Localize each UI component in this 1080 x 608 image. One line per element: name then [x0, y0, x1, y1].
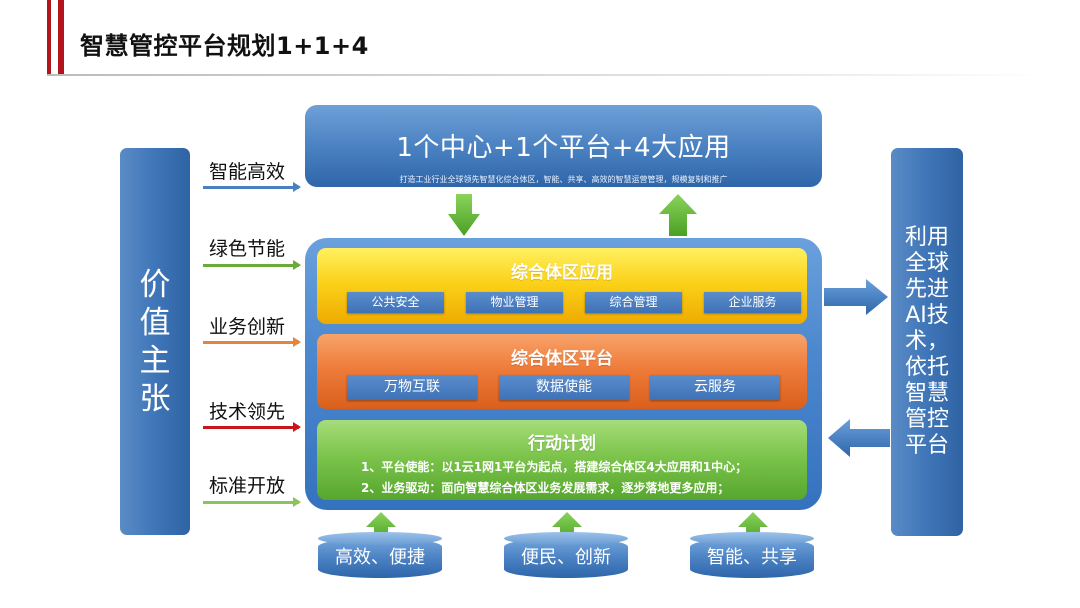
strategy-title: 1个中心+1个平台+4大应用: [396, 133, 731, 163]
up-arrow-icon: [552, 512, 582, 542]
platform-layer-title: 综合体区平台: [511, 349, 613, 369]
label-smart-efficient: 智能高效: [209, 161, 286, 183]
goal-convenience-innovation: 便民、创新: [504, 532, 628, 578]
label-tech-leading: 技术领先: [209, 401, 286, 423]
header-accent-bar: [58, 0, 64, 74]
action-plan-line: 2、业务驱动：面向智慧综合体区业务发展需求，逐步落地更多应用；: [361, 481, 730, 495]
right-arrow-icon: [203, 260, 301, 270]
goal-label: 智能、共享: [707, 547, 797, 568]
goal-label: 便民、创新: [521, 547, 611, 568]
action-plan-line: 1、平台使能：以1云1网1平台为起点，搭建综合体区4大应用和1中心；: [361, 460, 748, 474]
app-property-management: 物业管理: [466, 292, 563, 313]
down-arrow-icon: [448, 194, 480, 236]
up-arrow-icon: [659, 194, 697, 236]
action-plan-title: 行动计划: [528, 434, 596, 454]
right-arrow-icon: [203, 182, 301, 192]
up-arrow-icon: [738, 512, 768, 542]
page-title: 智慧管控平台规划1+1+4: [80, 32, 369, 60]
header-accent-bar: [47, 0, 51, 74]
goal-smart-sharing: 智能、共享: [690, 532, 814, 578]
application-layer: 综合体区应用 公共安全 物业管理 综合管理 企业服务: [317, 248, 807, 324]
app-integrated-management: 综合管理: [585, 292, 682, 313]
platform-iot: 万物互联: [347, 375, 477, 400]
value-proposition-panel: 价值主张: [120, 148, 190, 535]
up-arrow-icon: [366, 512, 396, 542]
goal-efficient-convenient: 高效、便捷: [318, 532, 442, 578]
value-proposition-text: 价值主张: [139, 266, 171, 417]
goal-label: 高效、便捷: [335, 547, 425, 568]
label-green-energy: 绿色节能: [209, 238, 286, 260]
right-arrow-icon: [203, 422, 301, 432]
left-arrow-icon: [828, 419, 890, 457]
label-open-standard: 标准开放: [209, 475, 286, 497]
ai-support-text: 利用全球先进AI技术，依托智慧管控平台: [904, 225, 949, 458]
header-divider: [47, 74, 1047, 76]
platform-layer: 综合体区平台 万物互联 数据使能 云服务: [317, 334, 807, 409]
right-arrow-icon: [824, 279, 888, 315]
application-layer-title: 综合体区应用: [511, 263, 613, 283]
app-enterprise-service: 企业服务: [704, 292, 801, 313]
action-plan-layer: 行动计划 1、平台使能：以1云1网1平台为起点，搭建综合体区4大应用和1中心； …: [317, 420, 807, 500]
strategy-subtitle: 打造工业行业全球领先智慧化综合体区，智能、共享、高效的智慧运营管理，规模复制和推…: [399, 175, 728, 184]
app-public-safety: 公共安全: [347, 292, 444, 313]
label-business-innovation: 业务创新: [209, 316, 286, 338]
platform-cloud-service: 云服务: [650, 375, 780, 400]
ai-support-panel: 利用全球先进AI技术，依托智慧管控平台: [891, 148, 963, 536]
right-arrow-icon: [203, 497, 301, 507]
strategy-header-box: 1个中心+1个平台+4大应用 打造工业行业全球领先智慧化综合体区，智能、共享、高…: [305, 105, 822, 187]
right-arrow-icon: [203, 337, 301, 347]
platform-data-enablement: 数据使能: [499, 375, 629, 400]
